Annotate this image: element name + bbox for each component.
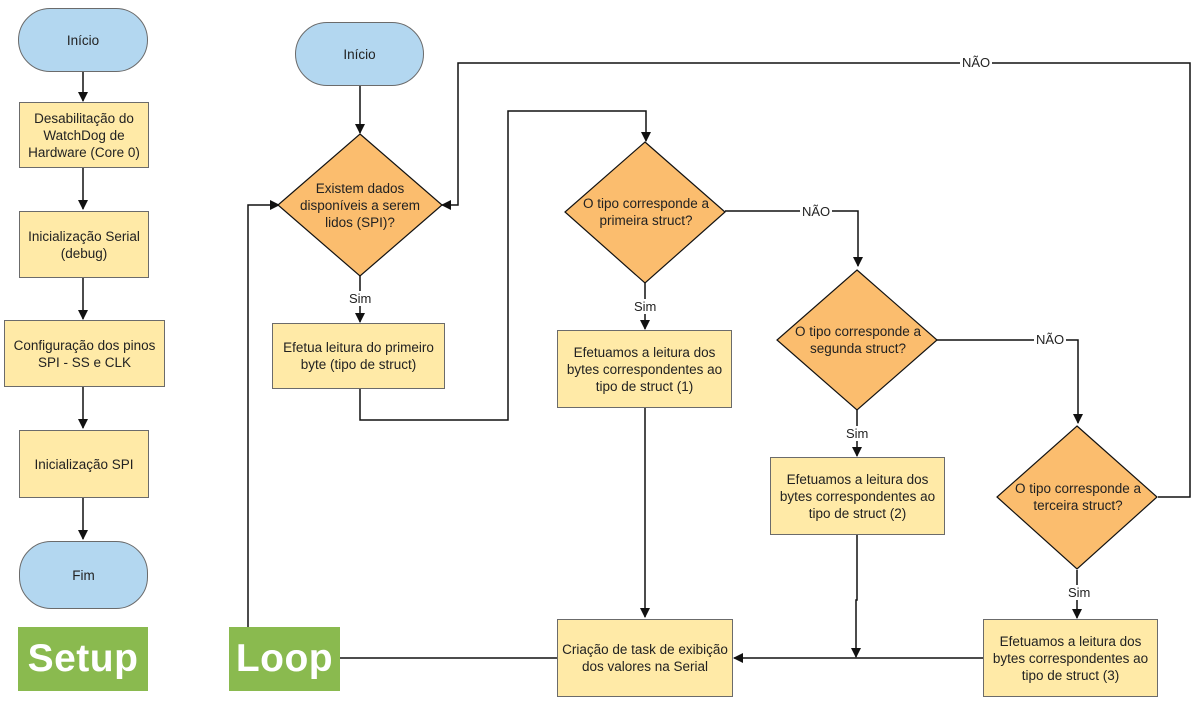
edge-label-yes-struct2: Sim <box>844 426 871 441</box>
edge-struct3-no-to-decision <box>441 62 1191 498</box>
create-task-label: Criação de task de exibição dos valores … <box>562 642 728 674</box>
setup-step-watchdog-label: Desabilitação do WatchDog de Hardware (C… <box>28 110 140 160</box>
read-struct2-label: Efetuamos a leitura dos bytes correspond… <box>779 471 936 521</box>
decision-data-available-label: Existem dados disponíveis a serem lidos … <box>299 180 421 230</box>
setup-badge-label: Setup <box>27 637 139 680</box>
decision-struct1: O tipo corresponde a primeira struct? <box>572 192 720 232</box>
setup-start-label: Início <box>66 32 100 48</box>
decision-data-available: Existem dados disponíveis a serem lidos … <box>292 175 428 235</box>
decision-struct2: O tipo corresponde a segunda struct? <box>783 320 933 360</box>
edge-label-yes-struct3: Sim <box>1066 585 1093 600</box>
decision-struct2-shape <box>776 269 938 411</box>
edge-loop-back <box>247 200 280 627</box>
setup-badge: Setup <box>18 627 148 691</box>
loop-badge-label: Loop <box>235 637 334 680</box>
edge-label-yes-decision: Sim <box>347 291 374 306</box>
edge-read2-to-task <box>851 535 861 658</box>
edge-label-yes-struct1: Sim <box>632 299 659 314</box>
loop-badge: Loop <box>229 627 340 691</box>
edge-label-no-struct1: NÃO <box>800 204 833 219</box>
read-first-byte-label: Efetua leitura do primeiro byte (tipo de… <box>283 340 434 372</box>
setup-step-pins-label: Configuração dos pinos SPI - SS e CLK <box>13 337 156 370</box>
setup-step-watchdog: Desabilitação do WatchDog de Hardware (C… <box>19 102 149 168</box>
setup-start-terminal: Início <box>18 8 148 72</box>
setup-step-pins: Configuração dos pinos SPI - SS e CLK <box>4 320 165 387</box>
read-first-byte: Efetua leitura do primeiro byte (tipo de… <box>272 323 445 389</box>
decision-struct2-label: O tipo corresponde a segunda struct? <box>794 324 922 356</box>
edge-label-no-struct3: NÃO <box>960 55 993 70</box>
loop-start-terminal: Início <box>295 22 424 86</box>
setup-end-terminal: Fim <box>19 541 148 609</box>
decision-data-available-shape <box>277 133 443 277</box>
read-struct2: Efetuamos a leitura dos bytes correspond… <box>770 457 945 535</box>
decision-struct3-label: O tipo corresponde a terceira struct? <box>1014 481 1142 513</box>
setup-step-serial-label: Inicialização Serial (debug) <box>28 228 140 261</box>
loop-start-label: Início <box>343 46 376 62</box>
read-struct1-label: Efetuamos a leitura dos bytes correspond… <box>566 344 723 394</box>
edge-struct1-no-to-struct2 <box>725 210 863 267</box>
decision-struct3: O tipo corresponde a terceira struct? <box>1005 477 1151 517</box>
setup-end-label: Fim <box>72 567 95 583</box>
read-struct1: Efetuamos a leitura dos bytes correspond… <box>557 330 732 408</box>
decision-struct1-shape <box>564 141 726 284</box>
edge-read-to-struct1 <box>359 110 651 421</box>
read-struct3: Efetuamos a leitura dos bytes correspond… <box>983 619 1158 697</box>
setup-step-spi-label: Inicialização SPI <box>34 456 134 472</box>
read-struct3-label: Efetuamos a leitura dos bytes correspond… <box>992 633 1149 683</box>
setup-step-spi: Inicialização SPI <box>19 430 149 498</box>
create-task: Criação de task de exibição dos valores … <box>557 619 733 697</box>
decision-struct3-shape <box>996 425 1158 570</box>
setup-step-serial: Inicialização Serial (debug) <box>19 211 149 278</box>
decision-struct1-label: O tipo corresponde a primeira struct? <box>582 196 710 228</box>
edge-label-no-struct2: NÃO <box>1034 332 1067 347</box>
edge-struct2-no-to-struct3 <box>937 339 1083 424</box>
